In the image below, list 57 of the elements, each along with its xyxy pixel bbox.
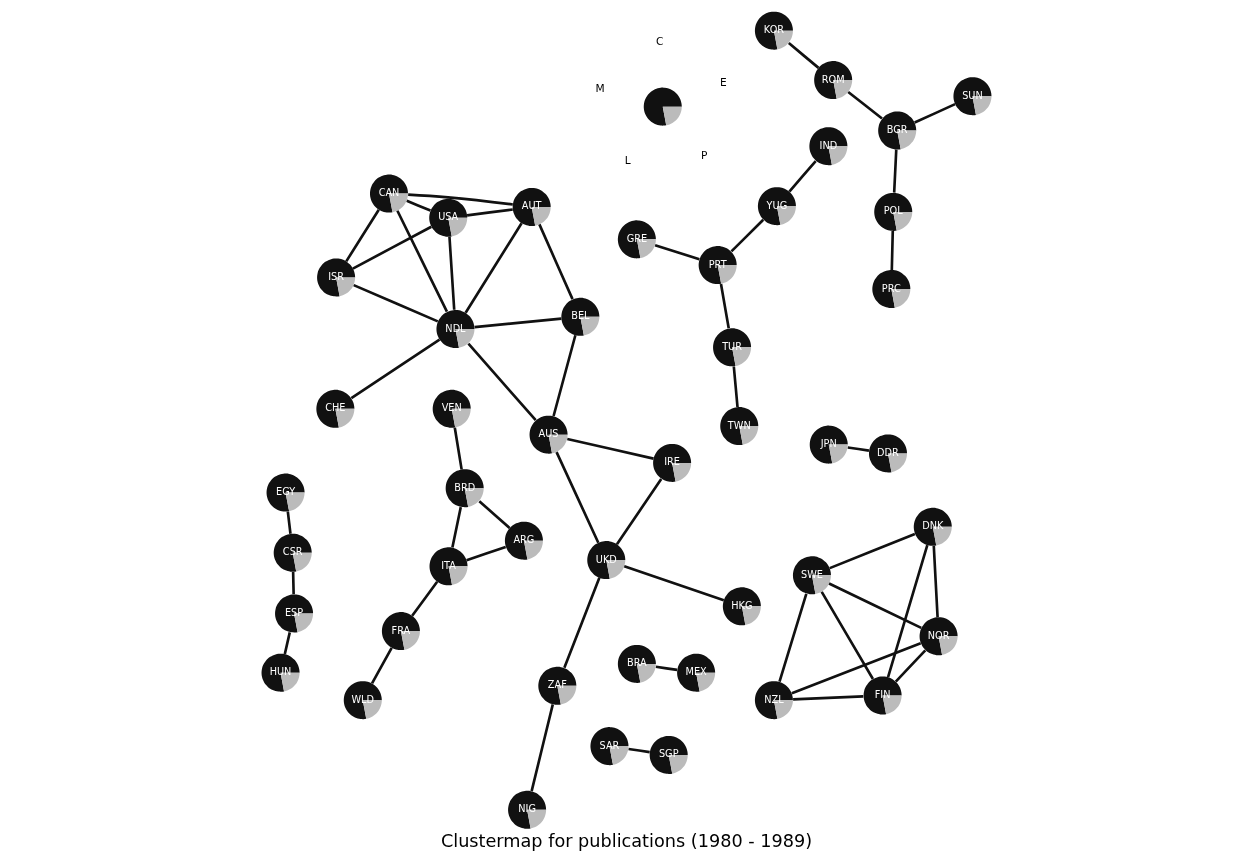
caption: Clustermap for publications (1980 - 1989) [440,830,812,851]
connector [344,209,380,263]
connector [828,532,915,570]
connector [370,647,393,684]
connector [913,102,956,124]
connector [790,641,921,695]
connector [627,747,650,754]
label: P [700,149,707,163]
connector [551,334,577,417]
connector [407,193,513,206]
connector [286,511,292,534]
connector [787,160,817,193]
connector [654,243,700,261]
connector [623,564,724,602]
connector [847,446,869,452]
connector [732,366,739,408]
label: M [595,82,605,96]
connector [787,42,819,69]
connector [477,500,510,529]
connector [466,208,513,217]
label: C [655,34,663,48]
connector [820,591,874,680]
connector [350,338,440,400]
connector [473,317,561,329]
connector [283,632,291,655]
connector [291,572,295,595]
connector [405,199,431,212]
connector [566,437,654,460]
connector [777,593,808,683]
connector [615,478,662,546]
connector [655,665,677,672]
connector [529,704,554,792]
connector [719,283,730,329]
connector [466,342,537,421]
connector [890,230,894,270]
connector [894,649,926,683]
connector [450,506,462,548]
connector [447,236,456,310]
connector [464,222,523,314]
label: E [719,75,727,89]
connector [554,451,599,544]
connector [846,90,883,120]
connector [892,149,898,193]
connector [395,210,448,313]
connector [886,544,929,678]
connector [351,225,432,270]
connector [828,582,922,630]
connector [465,545,506,562]
connector [931,545,939,618]
connector [352,283,438,323]
label: L [624,153,631,167]
connector [453,427,463,470]
connector [537,223,574,300]
connector [562,577,601,669]
connector [792,695,863,701]
connector [410,581,438,617]
connector [730,218,764,253]
